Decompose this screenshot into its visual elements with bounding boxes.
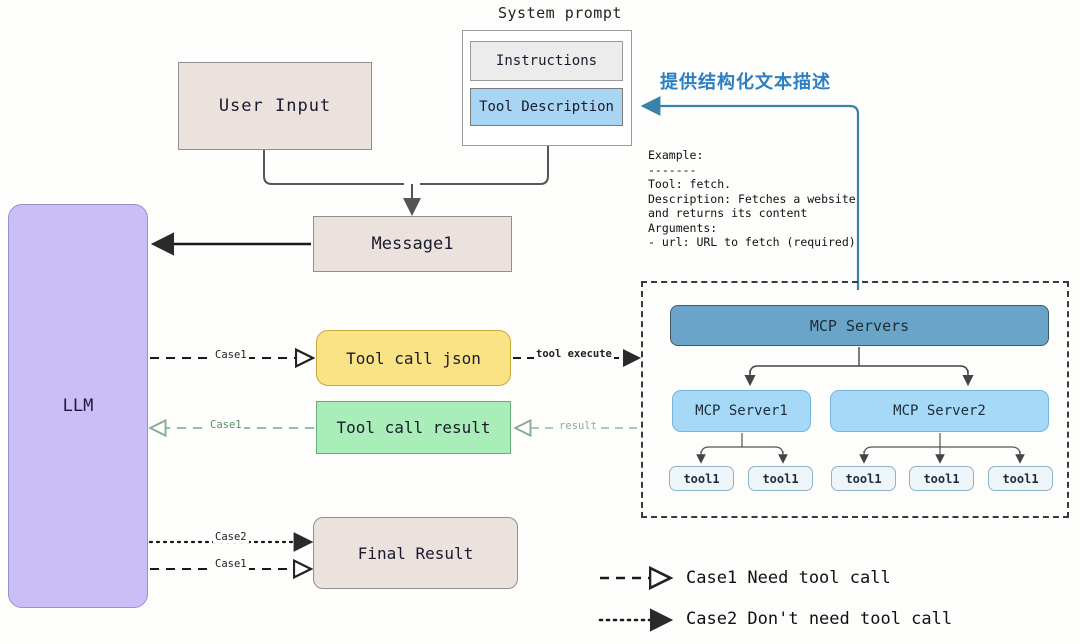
instructions-box[interactable]: Instructions	[470, 41, 623, 81]
mcp-servers-box[interactable]: MCP Servers	[670, 305, 1049, 346]
message1-box[interactable]: Message1	[313, 216, 512, 272]
tool-chip[interactable]: tool1	[748, 466, 813, 491]
tool-chip[interactable]: tool1	[831, 466, 896, 491]
tool-chip[interactable]: tool1	[669, 466, 734, 491]
example-text-block: Example: ------- Tool: fetch. Descriptio…	[648, 148, 856, 249]
edge-label-case2-final: Case2	[213, 531, 249, 543]
edge-label-result: result	[557, 420, 599, 432]
mcp-server1-box[interactable]: MCP Server1	[672, 390, 811, 432]
tool-call-result-box[interactable]: Tool call result	[316, 401, 511, 454]
user-input-box[interactable]: User Input	[178, 62, 372, 150]
annotation-structured-text: 提供结构化文本描述	[660, 72, 831, 93]
legend-item-case1: Case1 Need tool call	[686, 568, 891, 588]
llm-box[interactable]: LLM	[8, 204, 148, 608]
edge-label-case1-final: Case1	[213, 558, 249, 570]
legend-item-case2: Case2 Don't need tool call	[686, 609, 953, 629]
edge-label-tool-execute: tool execute	[534, 348, 614, 360]
tool-chip[interactable]: tool1	[909, 466, 974, 491]
mcp-server2-box[interactable]: MCP Server2	[830, 390, 1049, 432]
tool-chip[interactable]: tool1	[988, 466, 1053, 491]
edge-label-case1-toolcall: Case1	[213, 349, 249, 361]
tool-description-box[interactable]: Tool Description	[470, 88, 623, 126]
final-result-box[interactable]: Final Result	[313, 517, 518, 589]
system-prompt-label: System prompt	[498, 4, 622, 22]
mcp-region-boundary	[641, 281, 1069, 518]
edge-label-case1-result: Case1	[208, 419, 244, 431]
tool-call-json-box[interactable]: Tool call json	[316, 330, 511, 386]
